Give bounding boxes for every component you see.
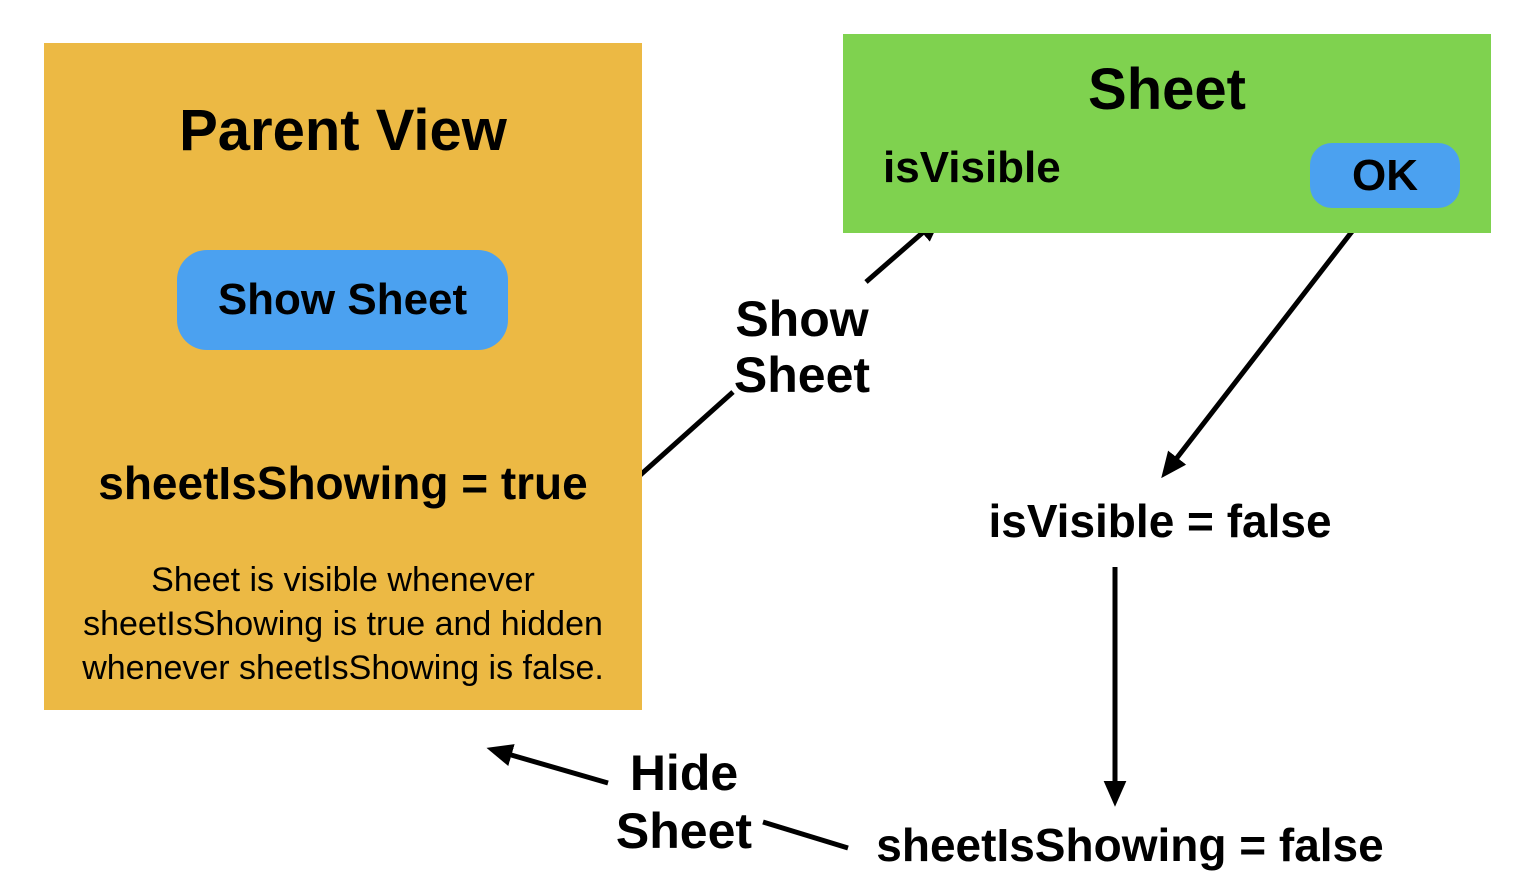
parent-view-title: Parent View [179, 98, 507, 163]
hide-sheet-transition-line1: Hide [629, 745, 739, 801]
arrow-ok-to-isvisible-false [1161, 214, 1366, 479]
hide-sheet-transition-line2: Sheet [615, 803, 753, 859]
sheet-box: Sheet isVisible OK [843, 34, 1491, 233]
show-sheet-button[interactable]: Show Sheet [177, 250, 508, 350]
ok-button[interactable]: OK [1310, 143, 1460, 208]
hide-sheet-transition-label: Hide Sheet [584, 744, 784, 860]
sheet-is-showing-false-label: sheetIsShowing = false [876, 819, 1384, 871]
show-sheet-transition-line2: Sheet [733, 347, 871, 403]
sheet-is-showing-true-label: sheetIsShowing = true [98, 457, 588, 509]
arrow-show-sheet-lower-segment [626, 390, 735, 488]
parent-view-box: Parent View Show Sheet sheetIsShowing = … [44, 43, 642, 710]
parent-view-description: Sheet is visible whenever sheetIsShowing… [82, 561, 604, 687]
is-visible-label: isVisible [883, 143, 1061, 192]
show-sheet-transition-label: Show Sheet [702, 291, 902, 403]
sheet-title: Sheet [1088, 57, 1246, 122]
show-sheet-transition-line1: Show [735, 291, 869, 347]
is-visible-false-label: isVisible = false [988, 495, 1332, 547]
